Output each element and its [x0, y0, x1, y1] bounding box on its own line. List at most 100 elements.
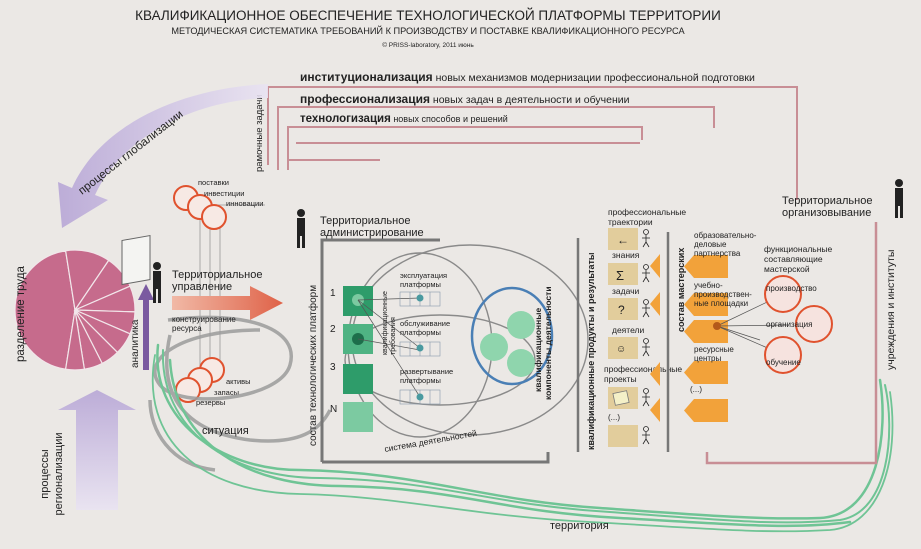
frame-inst-rest: новых механизмов модернизации профессион…: [433, 72, 755, 84]
projects-2: проекты: [604, 374, 637, 384]
platform-num-2: 2: [330, 324, 336, 335]
supply-rings: [173, 185, 227, 230]
res-centers-2: центры: [694, 354, 721, 363]
traj-1: профессиональные: [608, 207, 686, 217]
products-label: квалификационные продукты и результаты: [586, 252, 596, 450]
actor-icon: ☺: [616, 344, 626, 355]
person-icon-right: [895, 179, 903, 218]
func-2: составляющие: [764, 254, 823, 264]
situation-label: ситуация: [202, 425, 249, 437]
frame-tasks-label: рамочные задачи: [254, 94, 265, 172]
edu-1: образовательно-: [694, 231, 757, 240]
regionalization-label-2: регионализации: [53, 432, 65, 515]
pie-slice: [64, 309, 86, 371]
service-1: обслуживание: [400, 319, 450, 328]
mgmt-label-2: управление: [172, 281, 232, 293]
exploitation-2: платформы: [400, 280, 441, 289]
admin-frame-bottom: [322, 452, 550, 464]
traj-2: траектории: [608, 217, 653, 227]
territorial-org-1: Территориальное: [782, 195, 872, 207]
admin-label-1: Территориальное: [320, 215, 410, 227]
platform-block-n[interactable]: [343, 402, 373, 432]
projects-1: профессиональные: [604, 364, 682, 374]
func-1: функциональные: [764, 244, 833, 254]
person-icon-admin: [297, 209, 305, 248]
territory-label: территория: [550, 520, 609, 532]
function-rings: [764, 275, 833, 374]
org-frame: [705, 222, 878, 465]
page-subtitle: МЕТОДИЧЕСКАЯ СИСТЕМАТИКА ТРЕБОВАНИЙ К ПР…: [171, 25, 685, 36]
frame-tech-bold: технологизация: [300, 113, 391, 125]
frame-inst: институционализация новых механизмов мод…: [300, 70, 755, 84]
platform-num-3: 3: [330, 362, 336, 373]
platforms-composition-label: состав технологических платформ: [307, 285, 319, 446]
reserves-label: резервы: [196, 398, 225, 407]
workshop-node: [713, 322, 721, 330]
grid-dots: [416, 294, 424, 401]
knowledge-label: знания: [612, 250, 640, 260]
question-icon: ?: [618, 303, 625, 317]
platform-block-3[interactable]: [343, 364, 373, 394]
frame-prof-rest: новых задач в деятельности и обучении: [430, 94, 630, 106]
components-ring: [470, 286, 554, 386]
platform-grids: [399, 291, 441, 405]
analytics-label: аналитика: [130, 319, 141, 368]
globalization-arrow: [58, 84, 268, 228]
stick-figure-icons: [642, 229, 650, 445]
assets-label: активы: [226, 377, 251, 386]
supplies-label: поставки: [198, 178, 229, 187]
analytics-board: [121, 234, 151, 286]
regionalization-arrow: [58, 390, 136, 510]
organization-label: организация: [766, 320, 812, 329]
platform-num-1: 1: [330, 288, 336, 299]
innovations-label: инновации: [226, 199, 263, 208]
qual-req-2: требования: [389, 317, 397, 355]
edu-2: деловые: [694, 240, 727, 249]
workshops-label: состав мастерских: [676, 248, 686, 332]
copyright: © PRISS-laboratory, 2011 июнь: [382, 41, 474, 49]
page-title: КВАЛИФИКАЦИОННОЕ ОБЕСПЕЧЕНИЕ ТЕХНОЛОГИЧЕ…: [135, 8, 721, 23]
service-2: платформы: [400, 328, 441, 337]
frame-lines: [267, 86, 798, 200]
deploy-2: платформы: [400, 376, 441, 385]
training-label: обучение: [766, 358, 801, 367]
components-label-1: квалификационные: [533, 307, 543, 392]
person-icon-left: [153, 262, 161, 303]
globalization-label: процессы глобализации: [76, 109, 185, 198]
situation-swirl: [148, 315, 332, 472]
mgmt-label-1: Территориальное: [172, 269, 262, 281]
resource-design-2: ресурса: [172, 324, 202, 333]
workshop-arrows: [684, 255, 728, 422]
func-3: мастерской: [764, 264, 810, 274]
labor-division-label: разделение труда: [15, 266, 27, 362]
res-centers-1: ресурсные: [694, 345, 734, 354]
sites-3: ные площадки: [694, 299, 748, 308]
platform-num-n: N: [330, 404, 337, 415]
territory-ribbon: [151, 343, 894, 533]
component-circles: [480, 311, 535, 377]
labor-division-pie: [14, 249, 136, 371]
product-tiles: [608, 228, 638, 447]
territorial-org-2: организовывание: [782, 207, 871, 219]
workshops-ellipsis: (...): [690, 385, 702, 394]
sigma-icon: Σ: [616, 268, 624, 283]
actors-label: деятели: [612, 325, 644, 335]
frame-tech: технологизация новых способов и решений: [300, 113, 508, 125]
analytics-arrow: [138, 284, 154, 370]
qual-req-1: квалификационные: [382, 291, 389, 355]
stocks-label: запасы: [214, 388, 239, 397]
production-label: производство: [766, 284, 817, 293]
connector-lines: [199, 204, 265, 375]
admin-frame: [320, 238, 440, 462]
deploy-1: развертывание: [400, 367, 453, 376]
frame-inst-bold: институционализация: [300, 70, 433, 84]
arrow-icon: ←: [617, 233, 629, 247]
products-ellipsis: (...): [608, 413, 620, 422]
regionalization-label-1: процессы: [39, 449, 51, 498]
exploitation-1: эксплуатация: [400, 271, 447, 280]
admin-label-2: администрирование: [320, 227, 424, 239]
components-label-2: компоненты деятельности: [543, 286, 553, 400]
requirement-links: [357, 297, 421, 398]
